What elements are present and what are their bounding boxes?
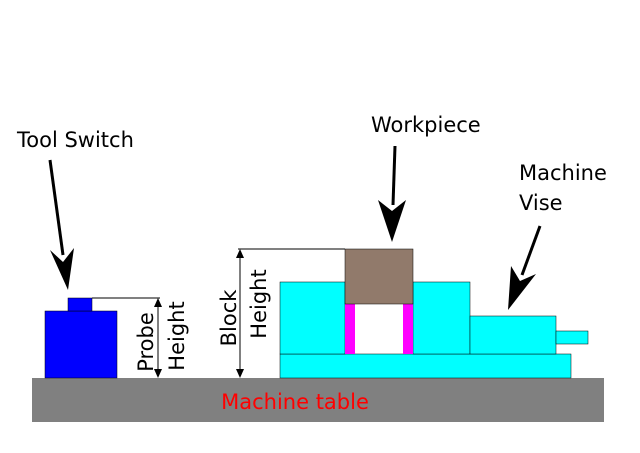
tool-switch-arrow-head (50, 248, 74, 290)
workpiece-label: Workpiece (371, 113, 481, 137)
vise-slide (469, 315, 557, 355)
right-parallel (403, 304, 413, 354)
probe-height-label-line2: Height (165, 301, 189, 370)
vise-screw-handle (555, 330, 589, 345)
machine-table-label: Machine table (221, 390, 369, 414)
block-height-arrow-bottom (236, 369, 244, 378)
machine-vise-label-line1: Machine (519, 161, 607, 185)
vise-fixed-jaw (279, 281, 346, 355)
machine-vise-arrow-shaft (520, 225, 542, 276)
machine-vise-label-line2: Vise (519, 191, 563, 215)
left-parallel (345, 304, 355, 354)
tool-switch-body (44, 310, 118, 379)
block-height-label-line1: Block (217, 289, 241, 347)
machine-vise-arrow-head (508, 266, 536, 310)
tool-switch-arrow-shaft (48, 159, 65, 256)
vise-base (279, 353, 572, 379)
workpiece-arrow-head (378, 200, 406, 242)
probe-height-label-line1: Probe (134, 312, 158, 372)
block-height-label-line2: Height (247, 269, 271, 338)
probe-height-arrow-bottom (154, 369, 162, 378)
workpiece-arrow-shaft (391, 145, 397, 206)
machine-table (32, 378, 604, 422)
probe-height-arrow-top (154, 298, 162, 307)
tool-switch-label: Tool Switch (16, 128, 134, 152)
tool-switch-button (67, 297, 93, 312)
block-height-arrow-top (236, 249, 244, 258)
workpiece-block (344, 248, 414, 305)
vise-movable-jaw (412, 281, 471, 355)
